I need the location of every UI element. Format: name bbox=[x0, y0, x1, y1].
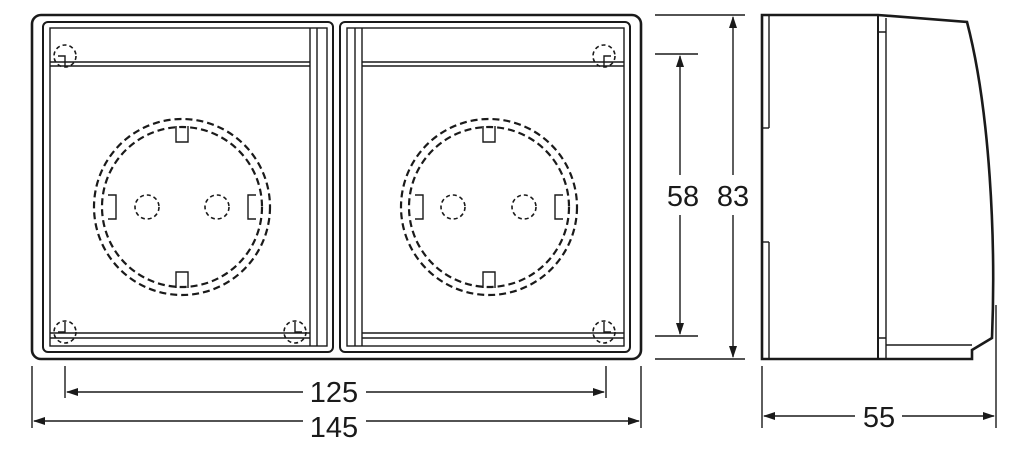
dimension-labels: 125 145 58 83 55 bbox=[310, 181, 895, 444]
dimension-lines bbox=[31, 14, 997, 428]
screw-icon bbox=[53, 44, 77, 68]
module-inner-frame bbox=[49, 27, 328, 347]
side-body-outline bbox=[760, 13, 995, 361]
module-frame bbox=[42, 21, 334, 353]
dim-label-outer-width: 145 bbox=[310, 412, 358, 444]
dim-label-depth: 55 bbox=[863, 402, 895, 434]
screw-icon bbox=[283, 320, 307, 344]
dim-label-inner-height: 58 bbox=[667, 181, 699, 213]
housing-outline bbox=[30, 13, 643, 361]
socket-outlet-icon bbox=[399, 117, 579, 297]
side-view bbox=[760, 13, 995, 361]
socket-module-left bbox=[42, 21, 334, 353]
socket-module-right bbox=[339, 21, 631, 353]
screw-icon bbox=[53, 320, 77, 344]
dim-label-outer-height: 83 bbox=[717, 181, 749, 213]
screw-icon bbox=[592, 44, 616, 68]
screw-icon bbox=[592, 320, 616, 344]
module-inner-frame bbox=[346, 27, 625, 347]
socket-outlet-icon bbox=[92, 117, 272, 297]
dim-label-inner-width: 125 bbox=[310, 377, 358, 409]
module-frame bbox=[339, 21, 631, 353]
front-view bbox=[30, 13, 643, 361]
